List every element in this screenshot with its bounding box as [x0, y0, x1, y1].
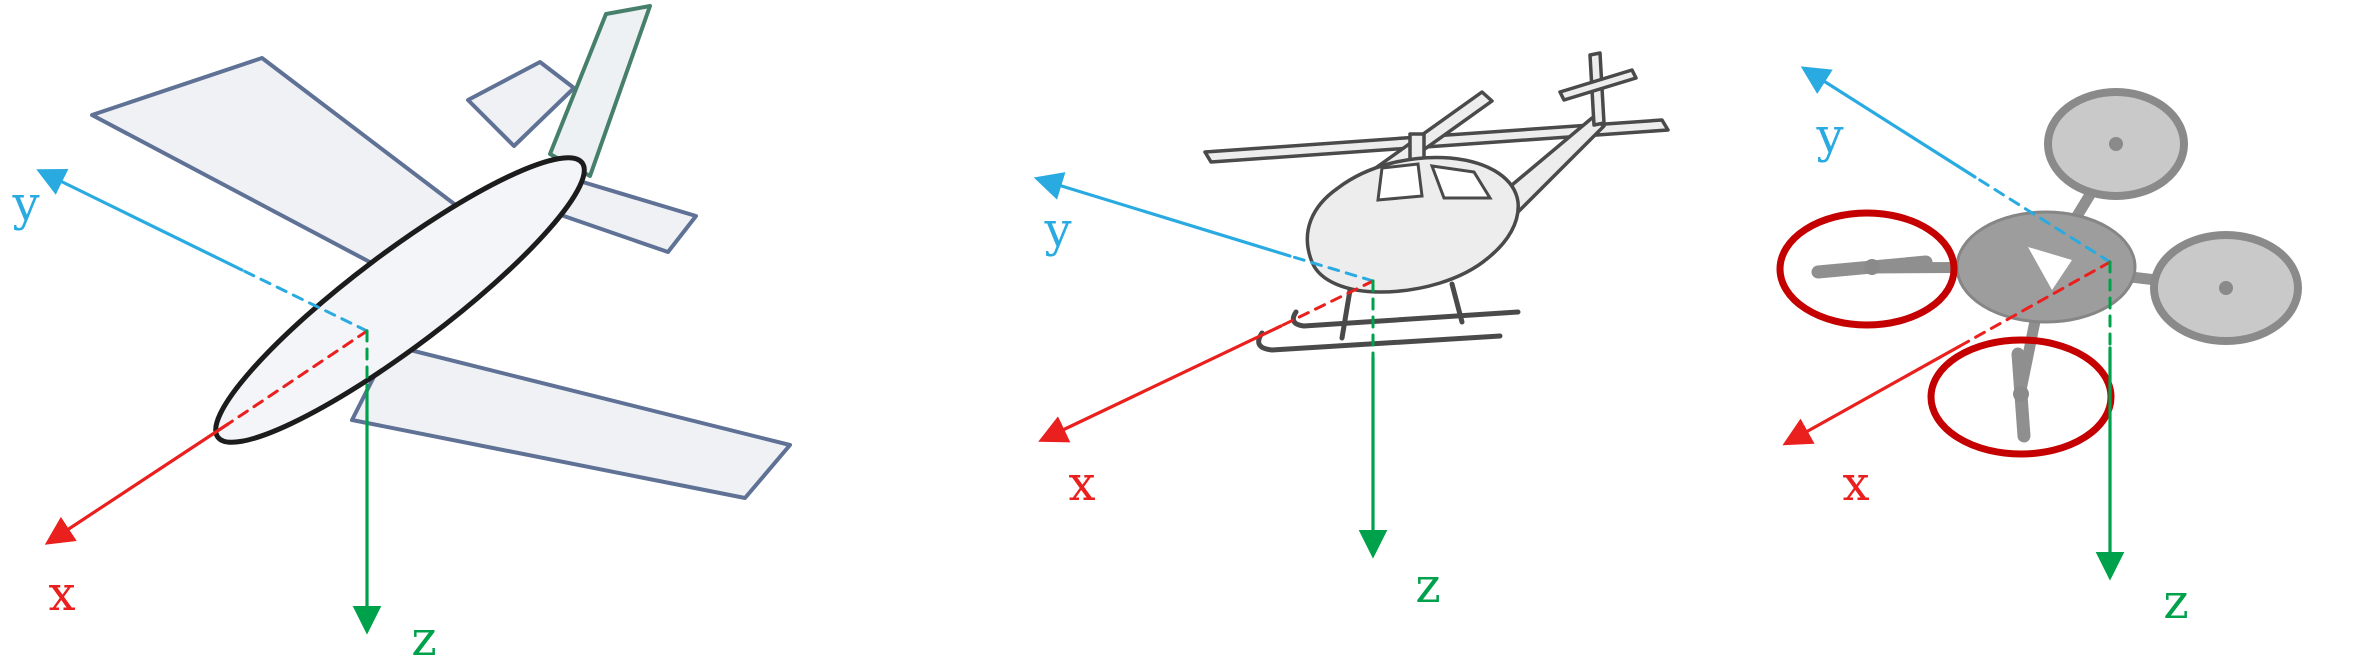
y-axis: y	[1800, 66, 2112, 264]
cabin-window-front	[1429, 164, 1493, 200]
z-axis-label: z	[2163, 574, 2188, 630]
y-axis-arrow	[1800, 66, 1977, 179]
y-axis-hidden-segment	[240, 268, 369, 333]
x-axis-hidden-segment	[1958, 260, 2112, 348]
landing-skid-far	[1290, 309, 1521, 329]
airplane-illustration	[90, 4, 792, 500]
x-axis: x	[1782, 260, 2112, 512]
x-axis-hidden-segment	[226, 329, 369, 426]
x-axis-arrow	[44, 422, 230, 545]
tail-rotor-blade-angled	[1558, 68, 1638, 102]
airplane-panel: y x z	[11, 4, 792, 664]
rotor-hub-left	[1864, 259, 1880, 275]
skid-strut-front	[1339, 287, 1353, 341]
x-axis-label: x	[1842, 456, 1869, 512]
x-axis: x	[1038, 279, 1375, 512]
cabin-window-side	[1376, 162, 1424, 202]
quadcopter-illustration	[1776, 88, 2302, 458]
x-axis-label: x	[1068, 456, 1095, 512]
airplane-body-axes: y x z	[11, 168, 437, 664]
rotor-hub-front	[2109, 137, 2123, 151]
x-axis-arrow	[1782, 344, 1962, 446]
quadcopter-body-axes: y x z	[1782, 66, 2189, 630]
y-axis-hidden-segment	[1288, 254, 1375, 283]
x-axis: x	[44, 329, 369, 622]
vertical-fin	[548, 4, 652, 178]
rotor-hub-right	[2219, 281, 2233, 295]
y-axis: y	[1033, 172, 1375, 283]
helicopter-panel: y x z	[1033, 51, 1670, 614]
heading-arrow	[2028, 247, 2072, 290]
y-axis-label: y	[1815, 108, 1843, 164]
y-axis-arrow	[1033, 172, 1292, 258]
right-wing	[350, 343, 792, 500]
landing-skid-near	[1256, 330, 1503, 353]
helicopter-body-axes: y x z	[1033, 172, 1441, 614]
z-axis-label: z	[411, 611, 436, 664]
y-axis-hidden-segment	[1973, 175, 2112, 264]
y-axis-arrow	[36, 168, 244, 272]
rotor-hub-rear	[2013, 386, 2029, 402]
rotor-highlight-circle-left	[1776, 209, 1958, 329]
horizontal-stabilizer-left	[466, 60, 576, 148]
x-axis-label: x	[48, 566, 75, 622]
y-axis-label: y	[1043, 202, 1071, 258]
helicopter-illustration	[1203, 51, 1670, 353]
x-axis-hidden-segment	[1279, 279, 1375, 328]
x-axis-arrow	[1038, 324, 1283, 443]
z-axis: z	[2095, 260, 2189, 630]
z-axis-label: z	[1415, 558, 1440, 614]
y-axis: y	[11, 168, 369, 333]
z-axis: z	[1358, 279, 1441, 614]
quadcopter-panel: y x z	[1776, 66, 2302, 630]
y-axis-label: y	[11, 176, 39, 232]
z-axis: z	[352, 329, 437, 664]
